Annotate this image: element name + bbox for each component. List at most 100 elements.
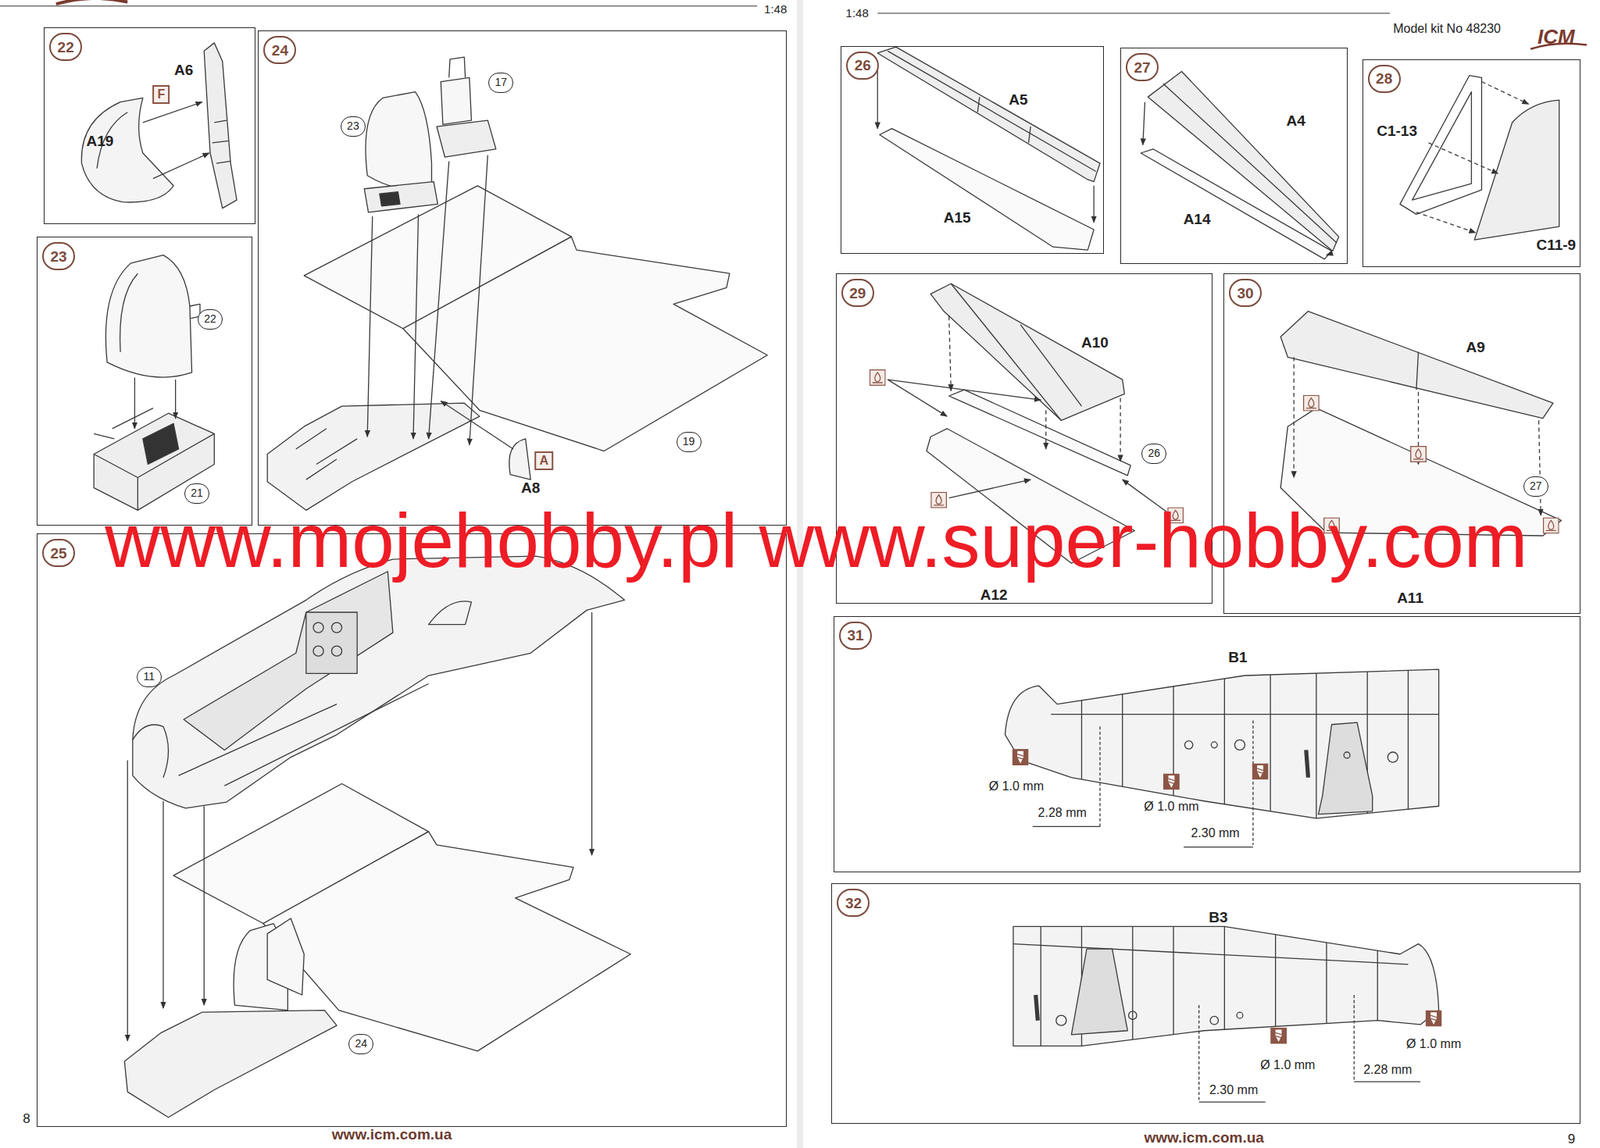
callout-number: 19 — [676, 432, 702, 453]
part-tag: F — [152, 85, 170, 104]
website: www.icm.com.ua — [1143, 1130, 1264, 1146]
label-anchor: 2.28 mm — [1363, 1064, 1412, 1077]
step-number: 32 — [836, 889, 870, 918]
dimension: 2.28 mm — [1363, 1064, 1412, 1077]
label-anchor: A15 — [943, 210, 972, 225]
part-name: A19 — [86, 133, 115, 149]
step-panel: 24 — [257, 30, 787, 525]
label-anchor: Ø 1.0 mm — [989, 780, 1044, 793]
label-anchor: A8 — [521, 480, 540, 496]
label-anchor: 17 — [488, 72, 514, 93]
part-name: A10 — [1081, 334, 1109, 350]
page-number: 8 — [22, 1111, 30, 1125]
website: www.icm.com.ua — [332, 1127, 452, 1143]
callout-number: 11 — [136, 667, 162, 688]
part-name: A6 — [174, 61, 193, 77]
label-anchor: 19 — [676, 432, 702, 453]
dimension: Ø 1.0 mm — [989, 780, 1044, 793]
dimension: 2.28 mm — [1038, 807, 1087, 820]
scale-note: 1:48 — [846, 7, 869, 19]
label-anchor: 8 — [22, 1111, 30, 1125]
label-anchor: A11 — [1396, 590, 1424, 606]
label-anchor: Ø 1.0 mm — [1143, 800, 1199, 814]
label-anchor: Ø 1.0 mm — [1406, 1038, 1461, 1051]
step-number: 27 — [1125, 53, 1159, 82]
callout-number: 23 — [340, 116, 366, 137]
label-anchor: 26 — [1141, 443, 1167, 465]
part-name: C11-9 — [1535, 237, 1576, 253]
dimension: Ø 1.0 mm — [1143, 800, 1199, 814]
step-number: 25 — [42, 539, 75, 568]
part-name: A14 — [1183, 210, 1211, 226]
page-number: 9 — [1567, 1132, 1575, 1146]
label-anchor: 22 — [197, 309, 223, 330]
part-name: C1-13 — [1376, 123, 1418, 139]
label-anchor: A10 — [1081, 334, 1109, 350]
label-anchor: 1:48 — [764, 3, 787, 16]
step-number: 26 — [846, 51, 879, 80]
step-number: 22 — [49, 32, 83, 61]
callout-number: 26 — [1141, 443, 1167, 465]
label-anchor: B3 — [1208, 910, 1228, 925]
callout-number: 21 — [184, 483, 210, 504]
part-name: A11 — [1396, 590, 1424, 606]
label-anchor: A5 — [1008, 91, 1028, 107]
part-name: B3 — [1208, 910, 1228, 925]
step-number: 28 — [1367, 64, 1401, 93]
part-name: A4 — [1286, 113, 1306, 129]
part-name: A12 — [980, 587, 1008, 603]
label-anchor: A19 — [86, 133, 115, 149]
step-panel: 28 — [1362, 59, 1582, 268]
part-name: A9 — [1465, 339, 1485, 355]
label-anchor: Model kit No 48230 — [1392, 22, 1501, 36]
label-anchor: 11 — [136, 667, 162, 688]
dimension: Ø 1.0 mm — [1406, 1038, 1461, 1051]
label-anchor: 2.30 mm — [1190, 827, 1240, 840]
callout-number: 22 — [197, 309, 223, 330]
label-anchor: www.icm.com.ua — [1143, 1130, 1264, 1146]
step-panel: 22 — [43, 27, 255, 225]
label-anchor: A — [534, 451, 554, 471]
label-anchor: 27 — [1523, 476, 1549, 497]
label-anchor: 2.28 mm — [1038, 807, 1087, 820]
step-panel: 27 — [1120, 47, 1348, 265]
part-name: A8 — [521, 480, 540, 496]
step-panel: 26 — [840, 46, 1104, 254]
label-anchor: www.icm.com.ua — [332, 1127, 452, 1143]
step-panel: 32 — [831, 883, 1581, 1125]
kit-number: Model kit No 48230 — [1392, 22, 1501, 36]
step-number: 30 — [1228, 278, 1262, 308]
label-anchor: www.mojehobby.pl www.super-hobby.com — [104, 502, 1528, 579]
label-anchor: 24 — [348, 1034, 374, 1055]
dimension: Ø 1.0 mm — [1260, 1059, 1315, 1072]
label-anchor: B1 — [1228, 650, 1247, 665]
step-number: 23 — [42, 242, 75, 271]
step-panel: 25 — [36, 533, 787, 1128]
label-anchor: F — [152, 85, 170, 104]
label-anchor: 9 — [1567, 1132, 1575, 1146]
step-number: 24 — [263, 35, 297, 65]
watermark: www.mojehobby.pl www.super-hobby.com — [104, 502, 1528, 579]
brand-logo: ICM — [1537, 26, 1575, 47]
part-tag: A — [534, 451, 554, 471]
part-name: A15 — [943, 210, 972, 225]
step-number: 31 — [839, 621, 872, 650]
callout-number: 27 — [1523, 476, 1549, 497]
label-anchor: Ø 1.0 mm — [1260, 1059, 1315, 1072]
step-number: 29 — [841, 278, 875, 308]
label-anchor: 21 — [184, 483, 210, 504]
callout-number: 17 — [488, 72, 514, 93]
part-name: B1 — [1228, 650, 1247, 665]
label-anchor: 23 — [340, 116, 366, 137]
scale-note: 1:48 — [764, 3, 787, 15]
label-anchor: A14 — [1183, 210, 1211, 226]
label-anchor: C1-13 — [1376, 123, 1418, 139]
label-anchor: 1:48 — [846, 7, 869, 20]
dimension: 2.30 mm — [1190, 827, 1240, 840]
label-anchor: A4 — [1286, 113, 1306, 129]
label-anchor: C11-9 — [1535, 237, 1576, 253]
label-anchor: A6 — [174, 61, 193, 77]
callout-number: 24 — [348, 1034, 374, 1055]
part-name: A5 — [1008, 91, 1028, 107]
step-panel: 23 — [36, 236, 253, 526]
